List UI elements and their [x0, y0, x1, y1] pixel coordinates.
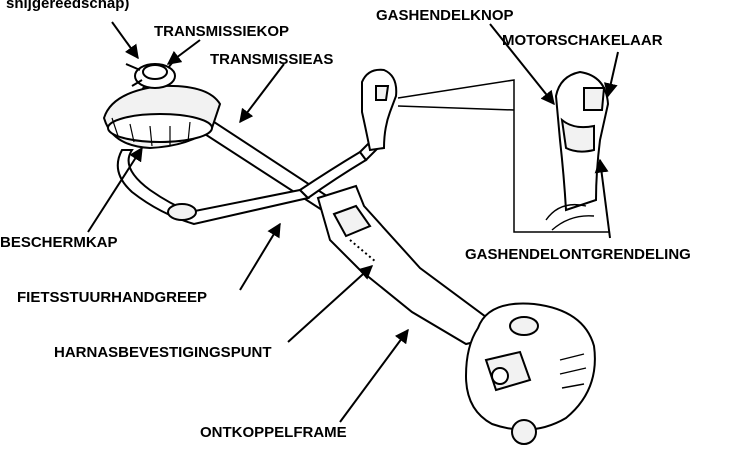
label-guard: BESCHERMKAP	[0, 235, 118, 250]
arrow-gear-head	[168, 40, 200, 64]
arrow-bike-handle	[240, 224, 280, 290]
engine	[466, 304, 595, 445]
arrow-harness-point	[288, 266, 372, 342]
arrow-isolation-frame	[340, 330, 408, 422]
isolation-frame	[318, 186, 500, 344]
label-harness-point: HARNASBEVESTIGINGSPUNT	[54, 345, 272, 360]
label-drive-shaft: TRANSMISSIEAS	[210, 52, 333, 67]
handle-grip	[362, 70, 396, 150]
label-throttle-knob: GASHENDELKNOP	[376, 8, 514, 23]
guard	[104, 86, 220, 148]
arrow-engine-switch	[608, 52, 618, 96]
label-isolation-frame: ONTKOPPELFRAME	[200, 425, 347, 440]
throttle-detail	[546, 72, 608, 230]
arrow-drive-shaft	[240, 64, 284, 122]
label-bike-handle: FIETSSTUURHANDGREEP	[17, 290, 207, 305]
label-gear-head: TRANSMISSIEKOP	[154, 24, 289, 39]
arrow-throttle-release	[600, 160, 610, 238]
label-engine-switch: MOTORSCHAKELAAR	[502, 33, 663, 48]
arrow-cutting-tool	[112, 22, 138, 58]
label-throttle-release: GASHENDELONTGRENDELING	[465, 247, 691, 262]
label-cutting-tool: snijgereedschap)	[6, 0, 129, 11]
